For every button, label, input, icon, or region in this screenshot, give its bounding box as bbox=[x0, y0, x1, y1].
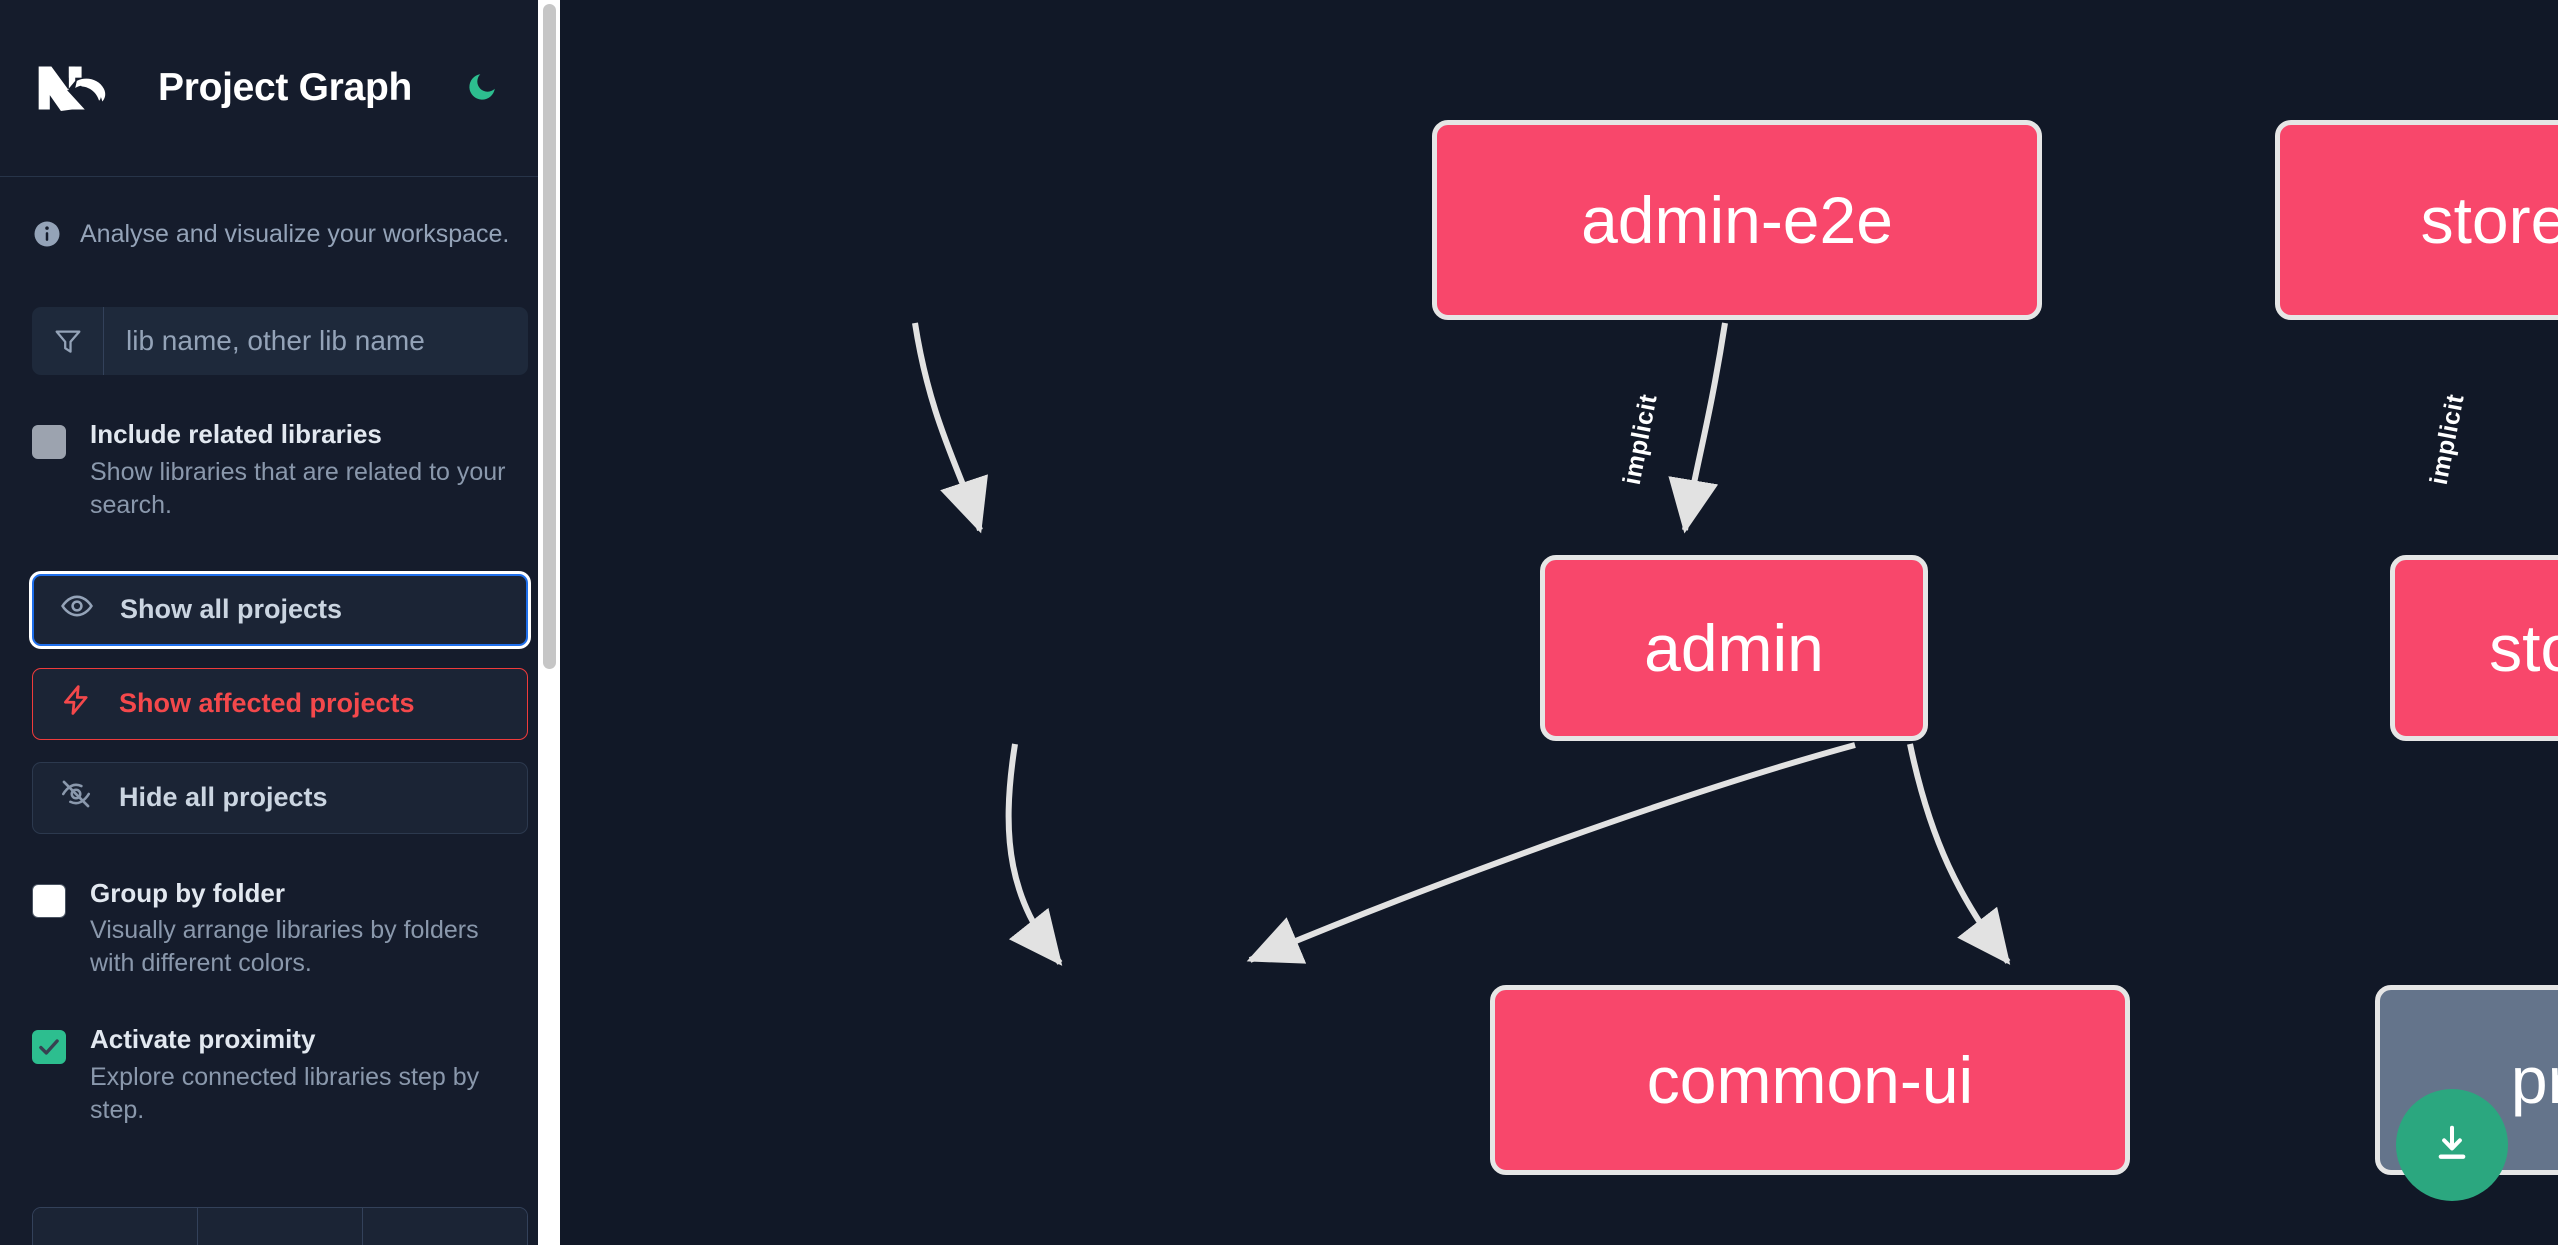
eye-icon bbox=[60, 589, 94, 630]
checkbox-activate-proximity-label: Activate proximity bbox=[90, 1024, 316, 1055]
projects-button-group: Show all projects Show affected projects bbox=[32, 573, 528, 834]
search-field[interactable] bbox=[32, 307, 528, 375]
edge-store-to-products bbox=[1907, 743, 2011, 965]
edge-admin-e2e-to-admin bbox=[912, 322, 988, 534]
graph-node-store[interactable]: store bbox=[2390, 555, 2558, 741]
checkbox-activate-proximity[interactable]: Activate proximity Explore connected lib… bbox=[32, 1024, 528, 1127]
checkbox-group-by-folder[interactable]: Group by folder Visually arrange librari… bbox=[32, 878, 528, 981]
sidebar-scrollbar-thumb[interactable] bbox=[543, 4, 556, 669]
checkbox-activate-proximity-description: Explore connected libraries step by step… bbox=[90, 1063, 480, 1125]
graph-node-admin-label: admin bbox=[1644, 611, 1824, 685]
checkbox-include-related-libraries-box[interactable] bbox=[32, 425, 66, 459]
edge-store-to-common-ui bbox=[1246, 742, 1856, 964]
checkbox-activate-proximity-box[interactable] bbox=[32, 1030, 66, 1065]
show-affected-projects-button[interactable]: Show affected projects bbox=[32, 667, 528, 740]
tagline-text: Analyse and visualize your workspace. bbox=[80, 219, 510, 248]
graph-node-common-ui[interactable]: common-ui bbox=[1490, 985, 2130, 1175]
tagline: Analyse and visualize your workspace. bbox=[32, 177, 528, 259]
page-title: Project Graph bbox=[158, 66, 412, 109]
moon-icon bbox=[465, 70, 499, 107]
show-all-projects-button[interactable]: Show all projects bbox=[32, 573, 528, 646]
edge-admin-to-common-ui bbox=[1005, 743, 1063, 966]
graph-node-store-e2e-label: store-e2e bbox=[2420, 183, 2558, 257]
nx-logo bbox=[32, 57, 128, 119]
filter-icon bbox=[32, 307, 104, 375]
hide-all-projects-label: Hide all projects bbox=[119, 782, 328, 813]
hide-all-projects-button[interactable]: Hide all projects bbox=[32, 761, 528, 834]
sidebar: Project Graph Analyse and v bbox=[0, 0, 560, 1245]
graph-node-common-ui-label: common-ui bbox=[1646, 1043, 1974, 1117]
checkbox-include-related-libraries-label: Include related libraries bbox=[90, 419, 382, 449]
checkbox-group-by-folder-description: Visually arrange libraries by folders wi… bbox=[90, 916, 479, 978]
checkbox-group-by-folder-box[interactable] bbox=[32, 883, 66, 918]
proximity-step-button-group[interactable] bbox=[32, 1207, 528, 1245]
show-all-projects-label: Show all projects bbox=[120, 594, 343, 625]
graph-node-store-label: store bbox=[2489, 611, 2558, 685]
checkbox-include-related-libraries-description: Show libraries that are related to your … bbox=[90, 457, 506, 519]
edge-store-e2e-to-store bbox=[1668, 322, 1728, 534]
graph-node-products-label: products bbox=[2510, 1043, 2558, 1117]
info-icon bbox=[32, 219, 62, 249]
checkbox-include-related-libraries[interactable]: Include related libraries Show libraries… bbox=[32, 419, 528, 522]
graph-node-admin-e2e-label: admin-e2e bbox=[1581, 183, 1893, 257]
lightning-icon bbox=[59, 683, 93, 724]
sidebar-scrollbar[interactable] bbox=[538, 0, 560, 1245]
graph-edges bbox=[912, 322, 2011, 966]
download-graph-button[interactable] bbox=[2396, 1089, 2508, 1201]
check-icon bbox=[39, 1039, 59, 1056]
theme-toggle-button[interactable] bbox=[460, 66, 504, 110]
sidebar-body: Analyse and visualize your workspace. In… bbox=[0, 177, 560, 1127]
checkbox-group-by-folder-label: Group by folder bbox=[90, 877, 285, 908]
graph-canvas[interactable]: admin-e2e store-e2e admin store common-u… bbox=[560, 0, 2558, 1245]
show-affected-projects-label: Show affected projects bbox=[119, 688, 415, 719]
proximity-step-decrease-button[interactable] bbox=[33, 1208, 198, 1245]
proximity-step-value bbox=[198, 1208, 363, 1245]
download-icon bbox=[2429, 1121, 2475, 1170]
eye-off-icon bbox=[59, 777, 93, 818]
graph-node-store-e2e[interactable]: store-e2e bbox=[2275, 120, 2558, 320]
graph-node-admin-e2e[interactable]: admin-e2e bbox=[1432, 120, 2042, 320]
proximity-step-increase-button[interactable] bbox=[363, 1208, 527, 1245]
sidebar-header: Project Graph bbox=[0, 0, 560, 177]
graph-node-admin[interactable]: admin bbox=[1540, 555, 1928, 741]
search-input[interactable] bbox=[104, 307, 528, 375]
